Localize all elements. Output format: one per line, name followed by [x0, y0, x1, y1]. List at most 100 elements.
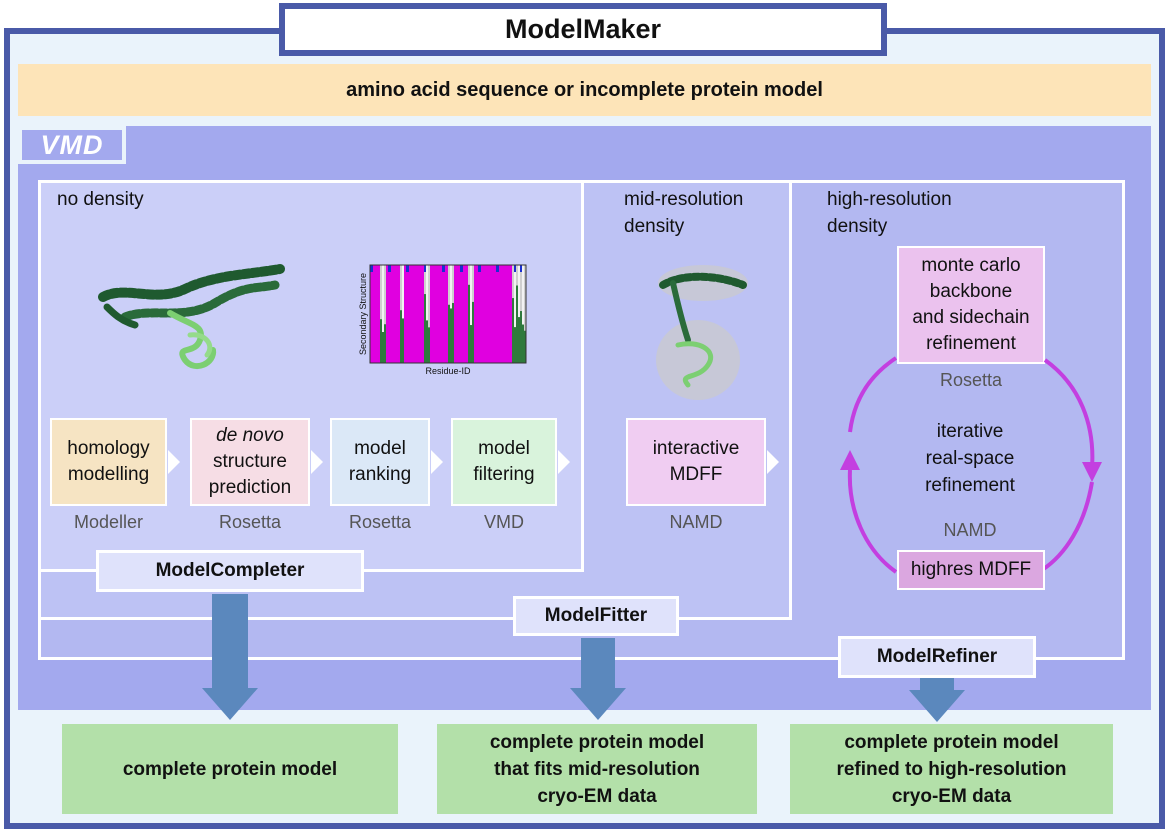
- coil-bar: [426, 265, 428, 363]
- plot-xlabel: Residue-ID: [425, 366, 471, 376]
- namd-tool-label: NAMD: [669, 512, 723, 532]
- loop-arc-right: [1043, 358, 1095, 469]
- plot-bars: [370, 265, 526, 363]
- density-blob: [658, 265, 748, 301]
- high-resolution-label: high-resolution density: [827, 186, 952, 240]
- step-text: ranking: [348, 464, 412, 485]
- strand-bar: [518, 317, 520, 363]
- output-text: refined to high-resolution: [836, 758, 1067, 780]
- turn-bar: [460, 265, 463, 272]
- step-text: MDFF: [669, 464, 723, 485]
- step-text: refinement: [926, 333, 1016, 354]
- helix-strand: [120, 280, 280, 322]
- highres-mdff-step: highres MDFF: [897, 550, 1045, 590]
- density-fit-image: [656, 265, 748, 400]
- strand-bar: [424, 294, 426, 363]
- mid-resolution-label-line: density: [624, 216, 685, 237]
- turn-bar: [478, 265, 481, 272]
- step-text: filtering: [473, 464, 535, 485]
- strand-bar: [448, 304, 450, 363]
- helix-strand: [103, 303, 139, 329]
- coil-bar: [428, 265, 430, 363]
- arrowhead-up-icon: [840, 450, 860, 470]
- protein-structure-image: [98, 264, 285, 369]
- strand-bar: [516, 285, 518, 363]
- step-text: refinement: [925, 474, 1015, 496]
- coil-strand: [675, 341, 713, 388]
- coil-bar: [470, 265, 472, 363]
- strand-bar: [524, 330, 526, 363]
- step-text: iterative: [936, 420, 1004, 442]
- step-text: structure: [213, 451, 287, 472]
- coil-bar: [514, 265, 516, 363]
- rosetta-tool-label: Rosetta: [348, 512, 412, 532]
- plot-frame: [369, 264, 527, 364]
- coil-bar: [402, 265, 404, 363]
- output-complete-model: complete protein model: [62, 724, 398, 814]
- mid-resolution-label: mid-resolution density: [624, 186, 743, 240]
- interactive-mdff-step: interactive MDFF: [626, 418, 766, 506]
- monte-carlo-refinement-step: monte carlo backbone and sidechain refin…: [897, 246, 1045, 364]
- no-density-label: no density: [57, 189, 144, 210]
- strand-bar: [520, 311, 522, 363]
- arrow-down-icon: [909, 690, 965, 722]
- step-text: monte carlo: [921, 255, 1021, 276]
- modelcompleter-label: ModelCompleter: [96, 550, 364, 592]
- arrow-down-icon: [202, 688, 258, 720]
- chevron-right-icon: [558, 450, 570, 474]
- strand-bar: [382, 332, 384, 363]
- modelfitter-label: ModelFitter: [513, 596, 679, 636]
- coil-bar: [380, 265, 382, 363]
- output-text: complete protein model: [489, 731, 705, 753]
- step-text: model: [354, 438, 406, 459]
- strand-bar: [522, 324, 524, 363]
- loop-arc-bottom-right: [1040, 481, 1094, 572]
- step-text: backbone: [929, 281, 1013, 302]
- step-text: real-space: [925, 447, 1015, 469]
- coil-bar: [384, 265, 386, 363]
- coil-bar: [382, 265, 384, 363]
- helix-strand: [98, 264, 285, 302]
- arrow-shaft: [581, 638, 615, 690]
- strand-bar: [400, 310, 402, 363]
- turn-bar: [520, 265, 523, 272]
- modelrefiner-label: ModelRefiner: [838, 636, 1036, 678]
- turn-bar: [370, 265, 373, 272]
- turn-bar: [496, 265, 499, 272]
- chevron-right-icon: [311, 450, 323, 474]
- coil-bar: [522, 265, 524, 363]
- rosetta-tool-label: Rosetta: [218, 512, 282, 532]
- output-text: that fits mid-resolution: [494, 758, 700, 780]
- refinement-loop-arrows: [840, 356, 1102, 574]
- secondary-structure-plot: Secondary Structure Residue-ID: [358, 264, 527, 376]
- namd-tool-label: NAMD: [943, 520, 997, 540]
- output-mid-resolution-model: complete protein model that fits mid-res…: [437, 724, 757, 814]
- strand-bar: [402, 318, 404, 363]
- input-banner: amino acid sequence or incomplete protei…: [18, 64, 1151, 116]
- loop-arc-top-left: [848, 356, 898, 433]
- output-text: complete protein model: [844, 731, 1059, 753]
- mid-resolution-label-line: mid-resolution: [624, 189, 744, 210]
- homology-modelling-step: homology modelling: [50, 418, 167, 506]
- coil-bar: [524, 265, 526, 363]
- model-filtering-step: model filtering: [451, 418, 557, 506]
- step-text: prediction: [208, 477, 292, 498]
- strand-bar: [512, 298, 514, 363]
- arrow-down-icon: [570, 688, 626, 720]
- chevron-right-icon: [168, 450, 180, 474]
- helix-strand: [659, 272, 747, 289]
- model-ranking-step: model ranking: [330, 418, 430, 506]
- strand-bar: [384, 324, 386, 363]
- high-resolution-label-line: density: [827, 216, 888, 237]
- turn-bar: [406, 265, 409, 272]
- coil-strand: [187, 332, 213, 358]
- chevron-right-icon: [767, 450, 779, 474]
- turn-bar: [442, 265, 445, 272]
- strand-bar: [514, 327, 516, 363]
- rosetta-tool-label: Rosetta: [939, 370, 1003, 390]
- strand-bar: [426, 320, 428, 363]
- output-text: cryo-EM data: [891, 785, 1012, 807]
- plot-ylabel: Secondary Structure: [358, 273, 368, 355]
- coil-bar: [518, 265, 520, 363]
- high-resolution-label-line: high-resolution: [827, 189, 952, 210]
